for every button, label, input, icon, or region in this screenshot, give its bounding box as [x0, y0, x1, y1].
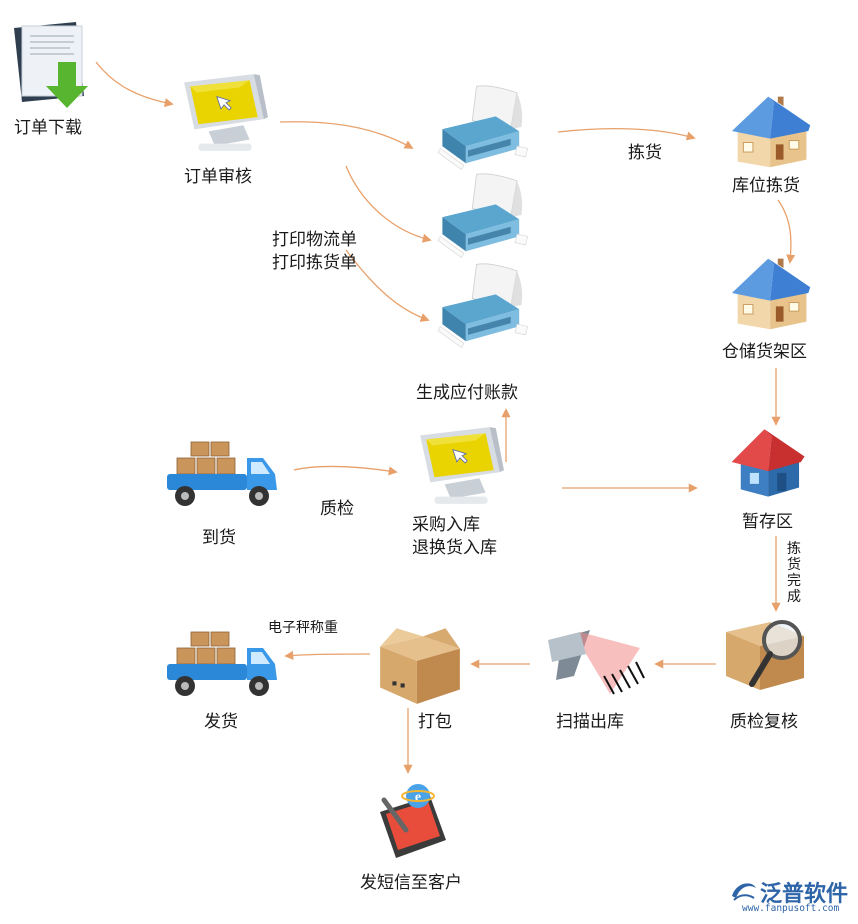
node-print-labels: 打印物流单 打印拣货单 [272, 229, 357, 275]
arrow-download-to-review [95, 61, 174, 108]
printer-icon [437, 263, 529, 348]
node-order-review: 订单审核 [184, 167, 252, 187]
barcode-scanner-icon [548, 630, 645, 695]
house-icon [731, 429, 805, 497]
print-picking-label: 打印拣货单 [272, 252, 357, 273]
magnifier-box-icon [726, 620, 804, 690]
purchase-in-label: 采购入库 [412, 515, 480, 535]
node-ship: 发货 [204, 712, 238, 732]
truck-icon [166, 441, 278, 507]
brand-url: www.fanpusoft.com [742, 903, 840, 914]
node-purchase-in: 采购入库 退换货入库 [412, 514, 497, 560]
arrow-review-to-printer1 [279, 121, 414, 149]
brand-name: 泛普软件 [760, 882, 849, 907]
monitor-icon [419, 426, 505, 505]
print-logistics-label: 打印物流单 [272, 230, 357, 250]
arrow-printer-to-house [557, 128, 696, 141]
node-shelf-area: 仓储货架区 [722, 342, 807, 362]
node-packing: 打包 [418, 712, 452, 732]
house-icon [731, 96, 811, 168]
printer-icon [437, 173, 529, 258]
arrow-house-to-shelf [777, 199, 796, 264]
node-staging-area: 暂存区 [742, 512, 793, 532]
box-icon [380, 628, 460, 704]
phone-ie-icon: e [380, 784, 446, 858]
brand-logo-icon [732, 883, 756, 901]
node-arrival: 到货 [202, 528, 236, 548]
document-download-icon [14, 22, 88, 108]
svg-text:e: e [415, 790, 421, 805]
node-scan-out: 扫描出库 [556, 712, 624, 732]
node-order-download: 订单下载 [14, 118, 82, 138]
edge-picking: 拣货 [628, 143, 662, 163]
truck-icon [166, 631, 278, 697]
edge-quality-check: 质检 [320, 499, 354, 519]
flow-arrows [95, 61, 796, 774]
edge-picking-done: 拣货完成 [787, 541, 801, 606]
arrow-review-to-printer3 [345, 249, 430, 322]
printer-icon [437, 85, 529, 170]
monitor-icon [183, 73, 269, 152]
arrow-review-to-printer2 [345, 165, 432, 243]
node-generate-payable: 生成应付账款 [416, 383, 518, 403]
watermark-logo: 泛普软件 www.fanpusoft.com [730, 876, 855, 918]
node-sms: 发短信至客户 [360, 873, 462, 893]
node-bin-picking: 库位拣货 [732, 176, 800, 196]
house-icon [731, 258, 811, 330]
return-in-label: 退换货入库 [412, 537, 497, 558]
arrow-packing-to-ship [284, 650, 371, 660]
edge-weighing: 电子秤称重 [268, 620, 338, 636]
arrow-arrival-to-purchase [293, 465, 398, 476]
node-qc-recheck: 质检复核 [730, 712, 798, 732]
